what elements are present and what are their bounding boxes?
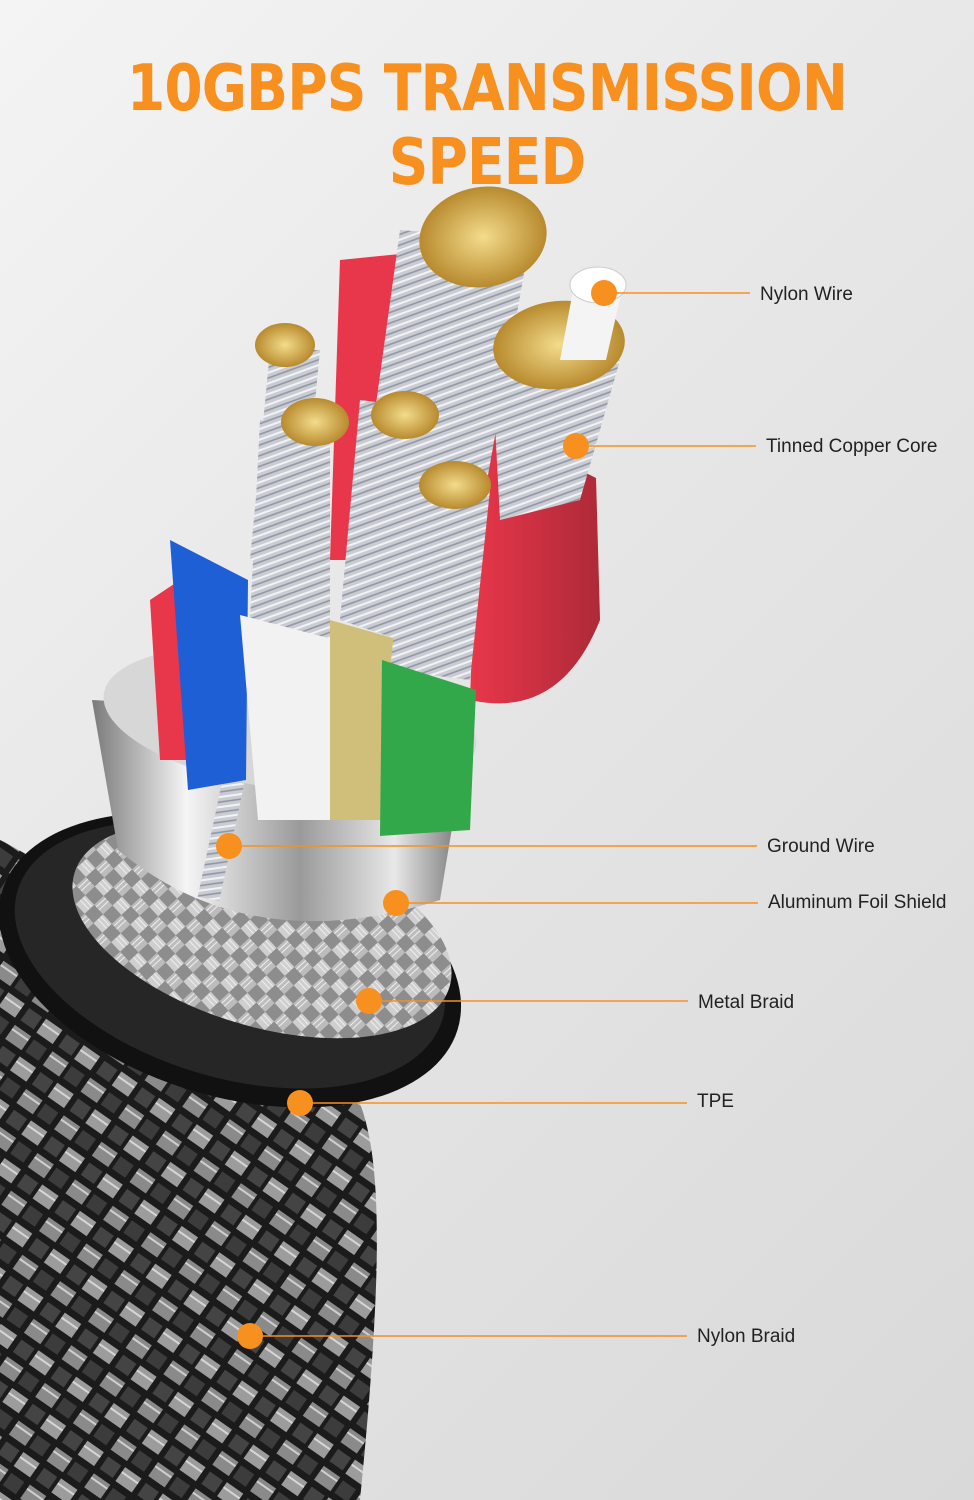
callout-label-ground-wire: Ground Wire — [767, 836, 875, 857]
headline: 10GBPS TRANSMISSION SPEED — [126, 52, 848, 200]
callout-label-metal-braid: Metal Braid — [698, 992, 795, 1013]
callout-dot-metal-braid — [356, 988, 382, 1014]
callout-dot-tpe — [287, 1090, 313, 1116]
callout-label-tinned-copper-core: Tinned Copper Core — [766, 436, 938, 457]
callout-label-nylon-braid: Nylon Braid — [697, 1326, 796, 1347]
callout-leaders — [216, 280, 758, 1349]
white-wire — [240, 398, 352, 820]
callout-dot-nylon-braid — [237, 1323, 263, 1349]
callout-label-tpe: TPE — [697, 1091, 734, 1112]
callout-dot-ground-wire — [216, 833, 242, 859]
callout-dot-aluminum-foil-shield — [383, 890, 409, 916]
callout-label-aluminum-foil-shield: Aluminum Foil Shield — [768, 892, 947, 913]
green-wire — [380, 461, 491, 836]
callout-dot-nylon-wire — [591, 280, 617, 306]
callout-dot-tinned-copper-core — [563, 433, 589, 459]
callout-label-nylon-wire: Nylon Wire — [760, 284, 853, 305]
